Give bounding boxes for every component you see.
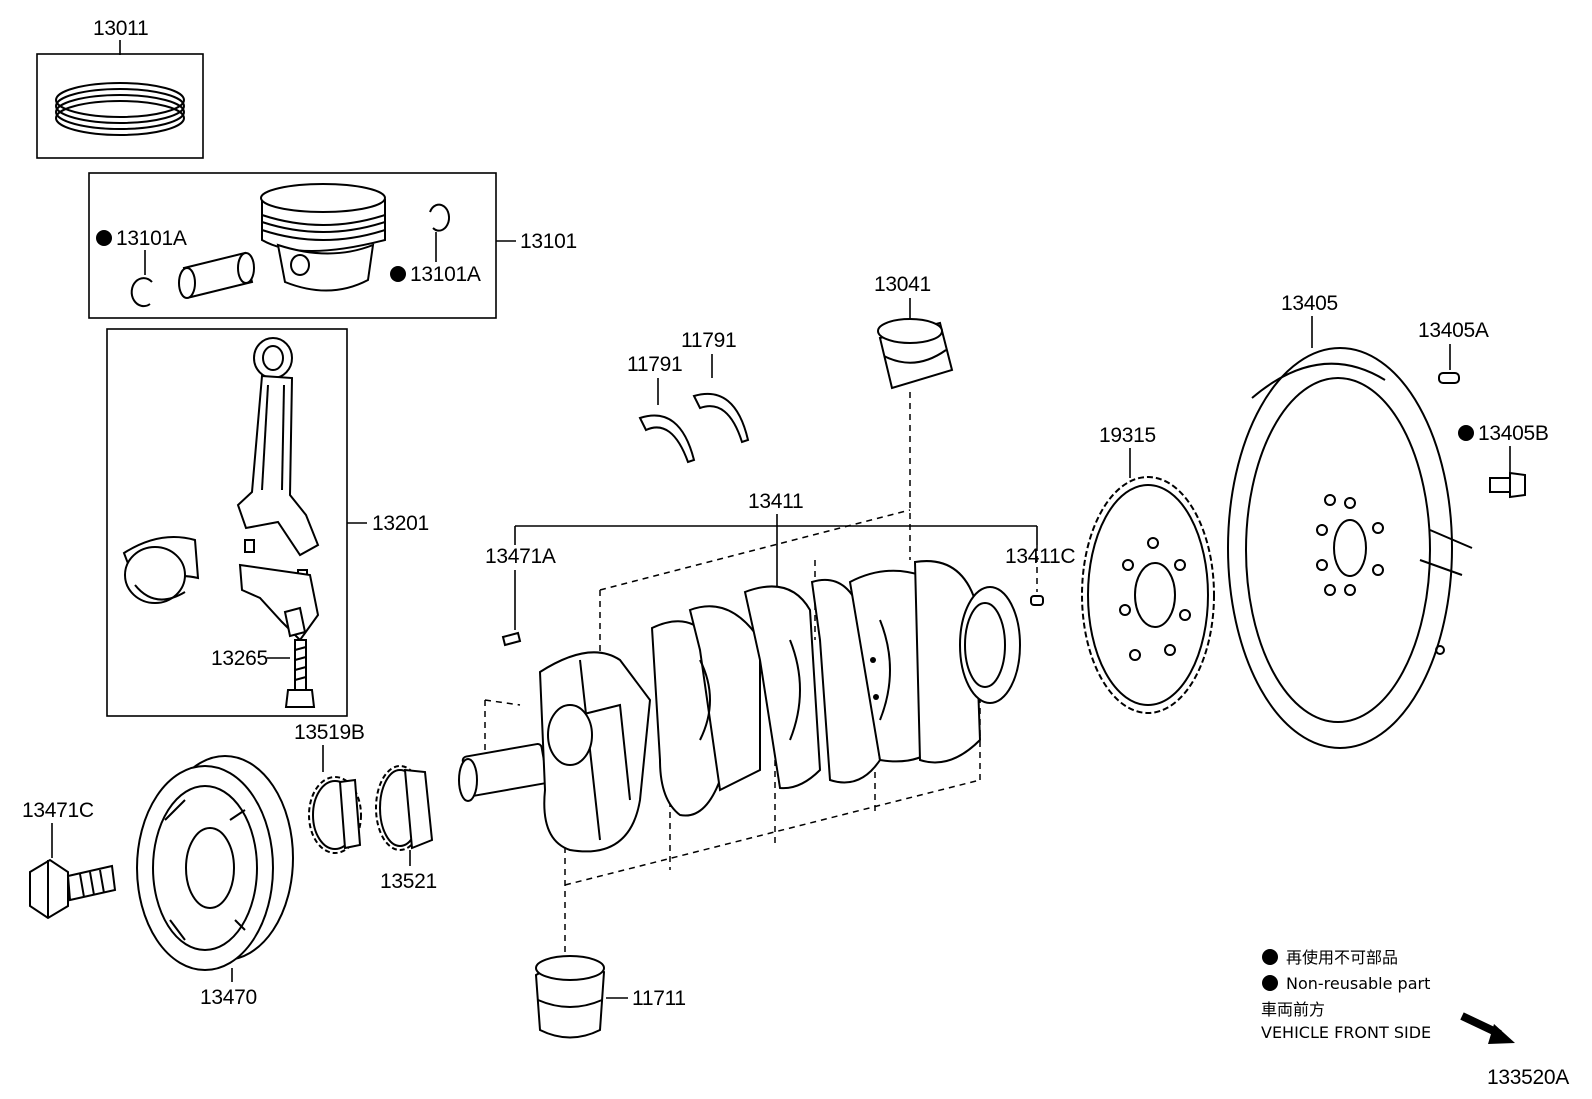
- legend-nonreusable-jp: 再使用不可部品: [1286, 948, 1398, 967]
- label-13405b: 13405B: [1478, 422, 1549, 445]
- label-13405a: 13405A: [1418, 319, 1489, 342]
- legend-dot-en: [1262, 975, 1278, 991]
- label-13101a-left: 13101A: [116, 227, 187, 250]
- front-direction-arrow-icon: [1460, 1012, 1515, 1044]
- rod-bolt-part: [284, 639, 316, 708]
- piston-part: [260, 183, 386, 292]
- main-bearing-group: 11711: [534, 955, 686, 1039]
- timing-gear-group: 13521: [375, 765, 437, 893]
- timing-gear-b-group: 13519B: [294, 721, 365, 854]
- flywheel-group: 13405: [1227, 292, 1473, 749]
- label-13471a: 13471A: [485, 545, 556, 568]
- nonreusable-dot: [390, 266, 406, 282]
- label-13041: 13041: [874, 273, 931, 296]
- flywheel-part: [1227, 347, 1473, 749]
- legend-dot-jp: [1262, 949, 1278, 965]
- label-13201: 13201: [372, 512, 429, 535]
- label-13411c: 13411C: [1005, 545, 1075, 568]
- label-19315: 19315: [1099, 424, 1156, 447]
- label-13470: 13470: [200, 986, 257, 1009]
- label-13011: 13011: [93, 17, 148, 40]
- diagram-id: 133520A: [1487, 1066, 1569, 1089]
- piston-pin-part: [178, 251, 255, 299]
- main-bearing-part: [534, 955, 606, 1039]
- label-11711: 11711: [632, 987, 686, 1010]
- flywheel-pin-part: [1438, 372, 1460, 384]
- label-13521: 13521: [380, 870, 437, 893]
- connecting-rod-group: 13201 13265: [106, 328, 429, 717]
- label-13101: 13101: [520, 230, 577, 253]
- legend-nonreusable-en: Non-reusable part: [1286, 974, 1430, 993]
- piston-sub-assy-group: 13101 13101A 13101A: [88, 172, 577, 319]
- timing-gear-part: [375, 765, 434, 851]
- nonreusable-dot: [96, 230, 112, 246]
- crank-pulley-group: 13470: [136, 755, 294, 1009]
- signal-plate-part: [1081, 476, 1215, 714]
- label-11791-a: 11791: [627, 353, 682, 376]
- flywheel-bolt-part: [1489, 471, 1526, 499]
- crank-key-part: [501, 631, 522, 647]
- crank-bearing-upper-group: 13041: [874, 273, 954, 560]
- legend: 再使用不可部品 Non-reusable part 車両前方 VEHICLE F…: [1261, 948, 1515, 1044]
- piston-ring-box: [36, 53, 204, 159]
- timing-gear-b-part: [308, 776, 362, 854]
- legend-front-jp: 車両前方: [1261, 1000, 1325, 1019]
- pulley-bolt-part: [29, 858, 117, 920]
- signal-plate-group: 19315: [1081, 424, 1215, 714]
- label-13411: 13411: [748, 490, 803, 513]
- piston-ring-set-group: 13011: [36, 17, 204, 159]
- piston-ring-part: [55, 82, 185, 136]
- thrust-washer-b-part: [692, 392, 750, 444]
- pulley-bolt-group: 13471C: [22, 799, 117, 920]
- crankshaft-group: 13411 13471A 13411C: [458, 490, 1076, 955]
- crank-pin-c-part: [1030, 595, 1044, 606]
- flywheel-bolt-group: 13405B: [1458, 422, 1549, 499]
- snap-ring-right-part: [429, 203, 451, 232]
- label-13405: 13405: [1281, 292, 1338, 315]
- label-13519b: 13519B: [294, 721, 365, 744]
- label-13471c: 13471C: [22, 799, 94, 822]
- thrust-washer-group: 11791 11791: [627, 329, 750, 464]
- piston-box: [88, 172, 497, 319]
- crank-pulley-part: [136, 755, 294, 971]
- label-13265: 13265: [211, 647, 268, 670]
- snap-ring-left-part: [130, 277, 153, 308]
- thrust-washer-a-part: [638, 414, 696, 464]
- legend-front-en: VEHICLE FRONT SIDE: [1261, 1023, 1431, 1042]
- flywheel-pin-group: 13405A: [1418, 319, 1489, 384]
- conrod-bearing-part: [122, 536, 200, 604]
- crankshaft-part: [458, 560, 1021, 853]
- connecting-rod-part: [236, 337, 320, 642]
- label-11791-b: 11791: [681, 329, 736, 352]
- crank-bearing-upper-part: [877, 318, 954, 390]
- nonreusable-dot: [1458, 425, 1474, 441]
- label-13101a-right: 13101A: [410, 263, 481, 286]
